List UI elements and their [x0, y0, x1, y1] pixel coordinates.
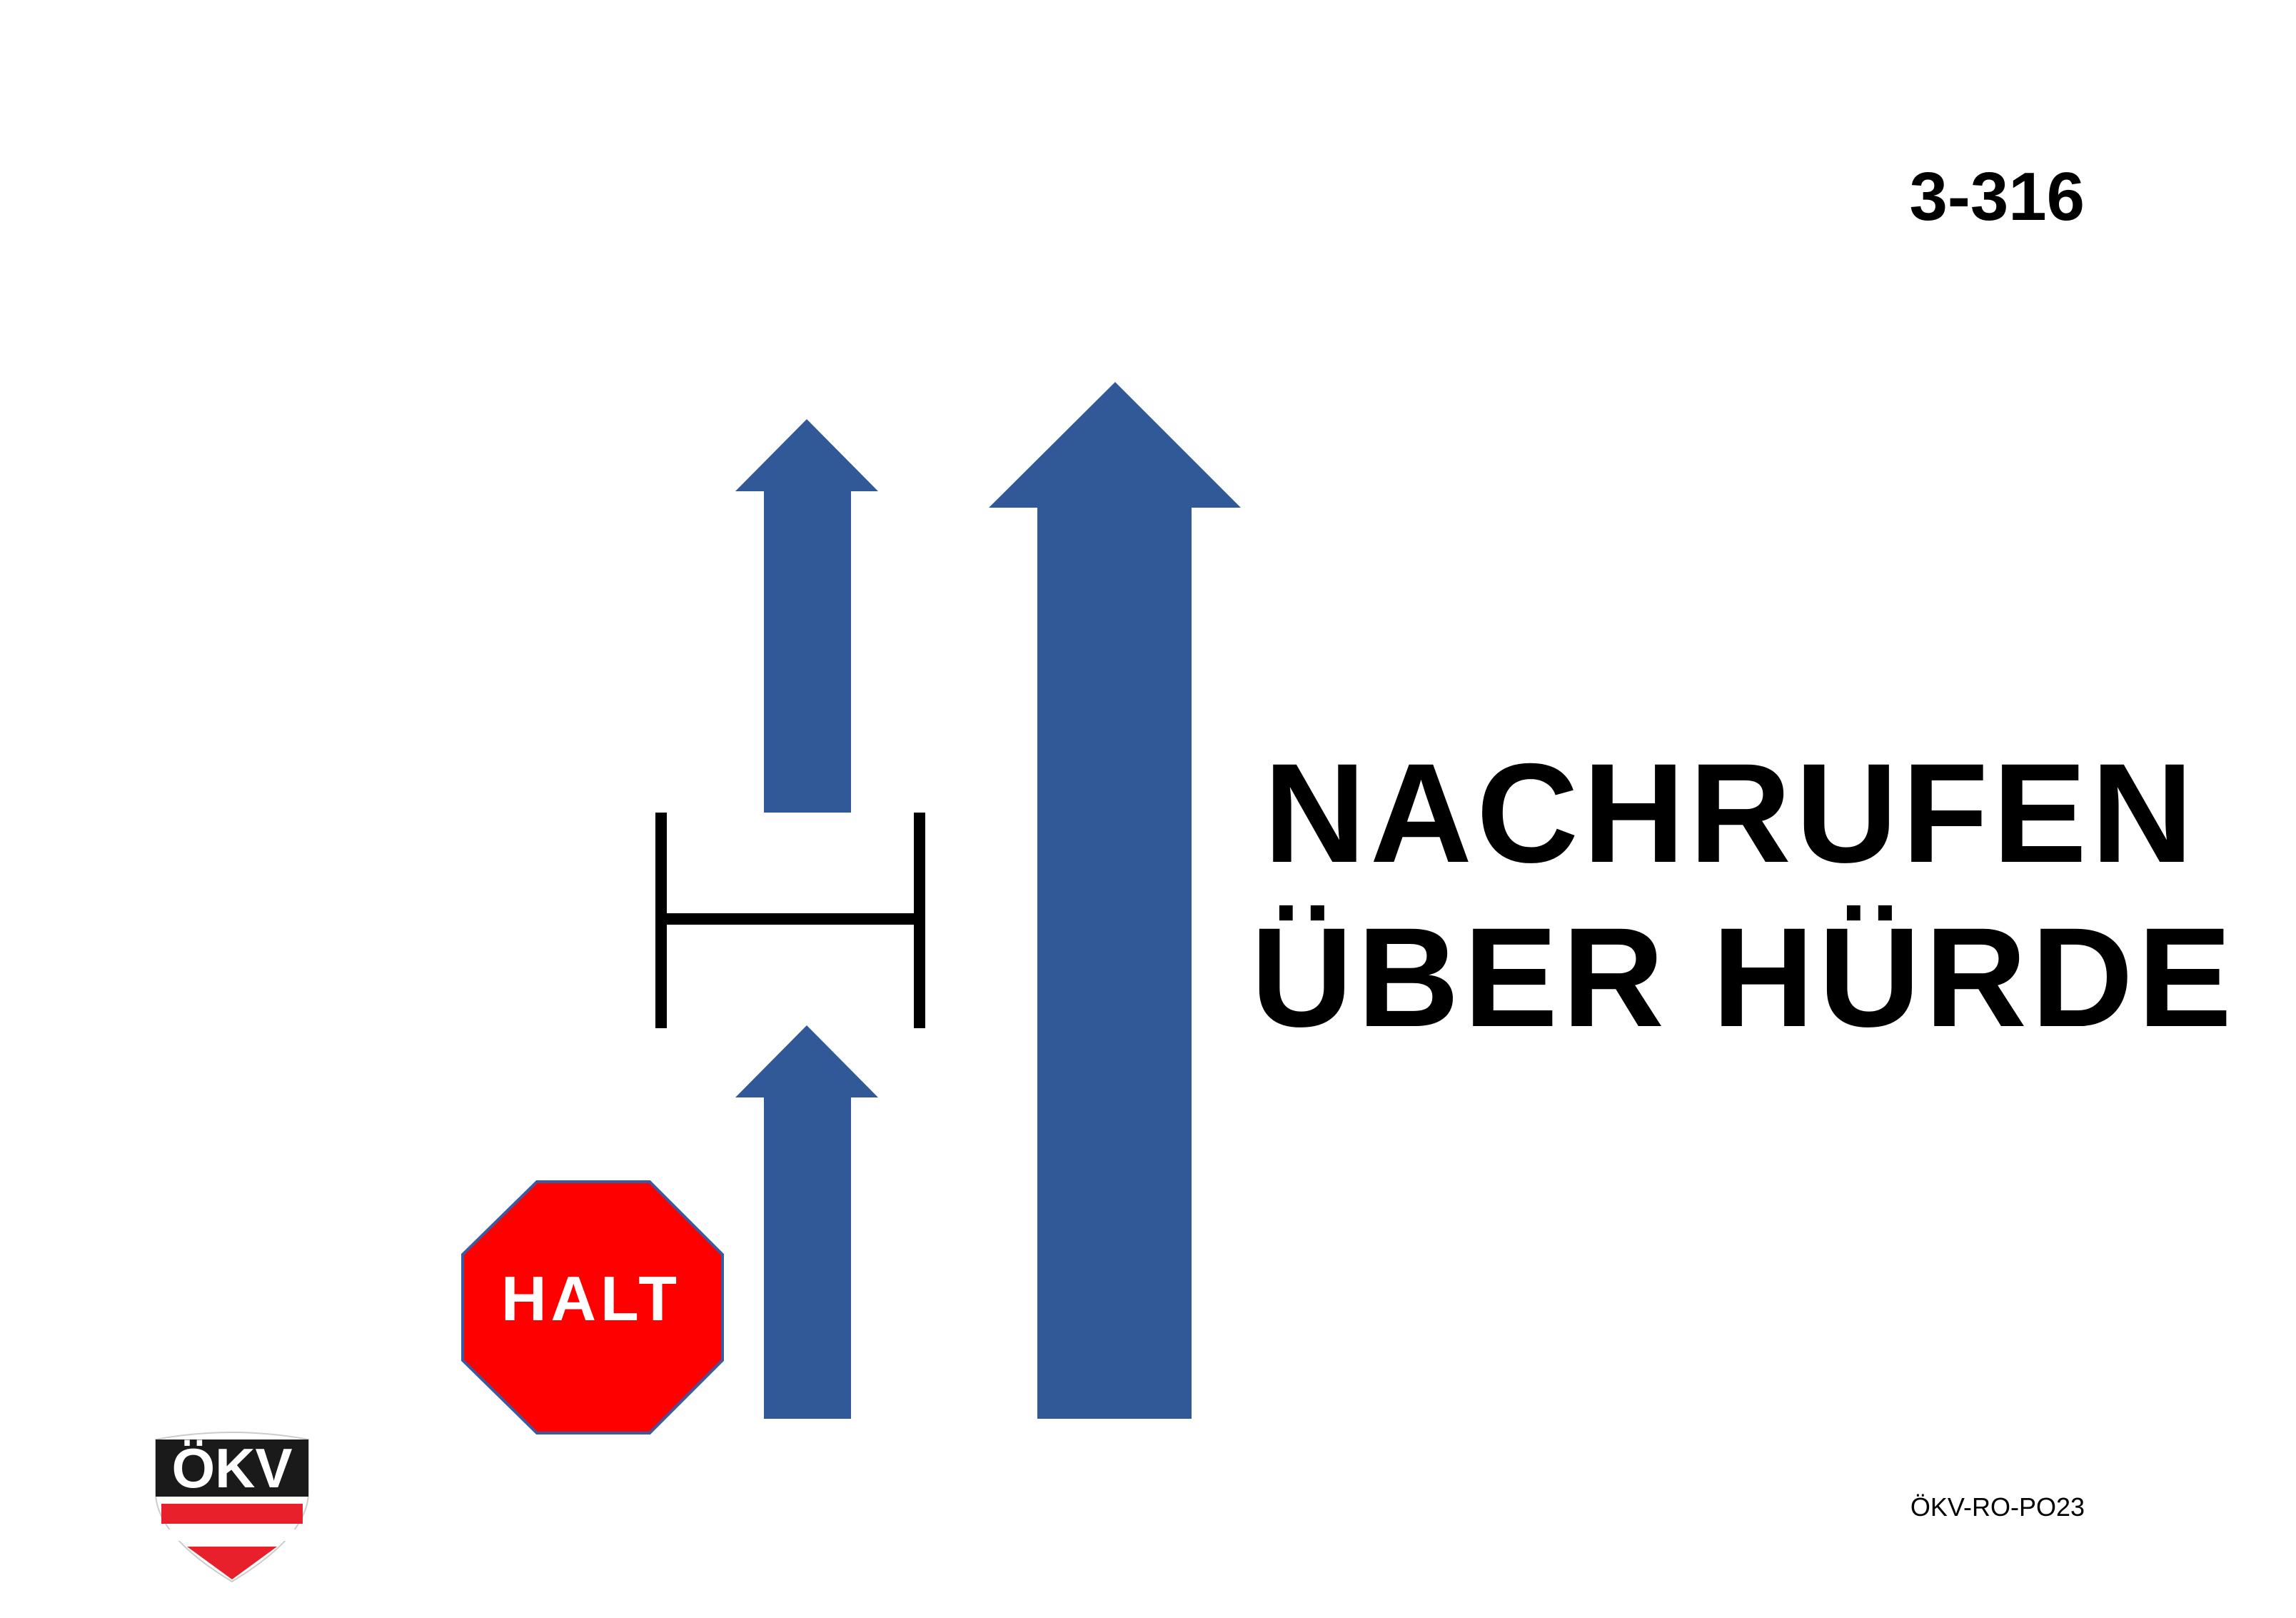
- stop-sign-icon: HALT: [461, 1180, 724, 1434]
- okv-logo-text: ÖKV: [171, 1437, 292, 1499]
- sign-number: 3-316: [1909, 159, 2085, 235]
- large-up-arrow-icon: [989, 382, 1241, 1419]
- stop-sign-label: HALT: [501, 1263, 681, 1334]
- footer-code: ÖKV-RO-PO23: [1910, 1492, 2085, 1522]
- hurdle-icon: [655, 813, 925, 1028]
- small-up-arrow-icon: [735, 1025, 878, 1419]
- exercise-title-line-1: NACHRUFEN: [1264, 734, 2197, 892]
- small-up-arrow-icon: [735, 419, 878, 813]
- okv-logo: ÖKV: [155, 1432, 309, 1583]
- exercise-title-line-2: ÜBER HÜRDE: [1251, 898, 2237, 1056]
